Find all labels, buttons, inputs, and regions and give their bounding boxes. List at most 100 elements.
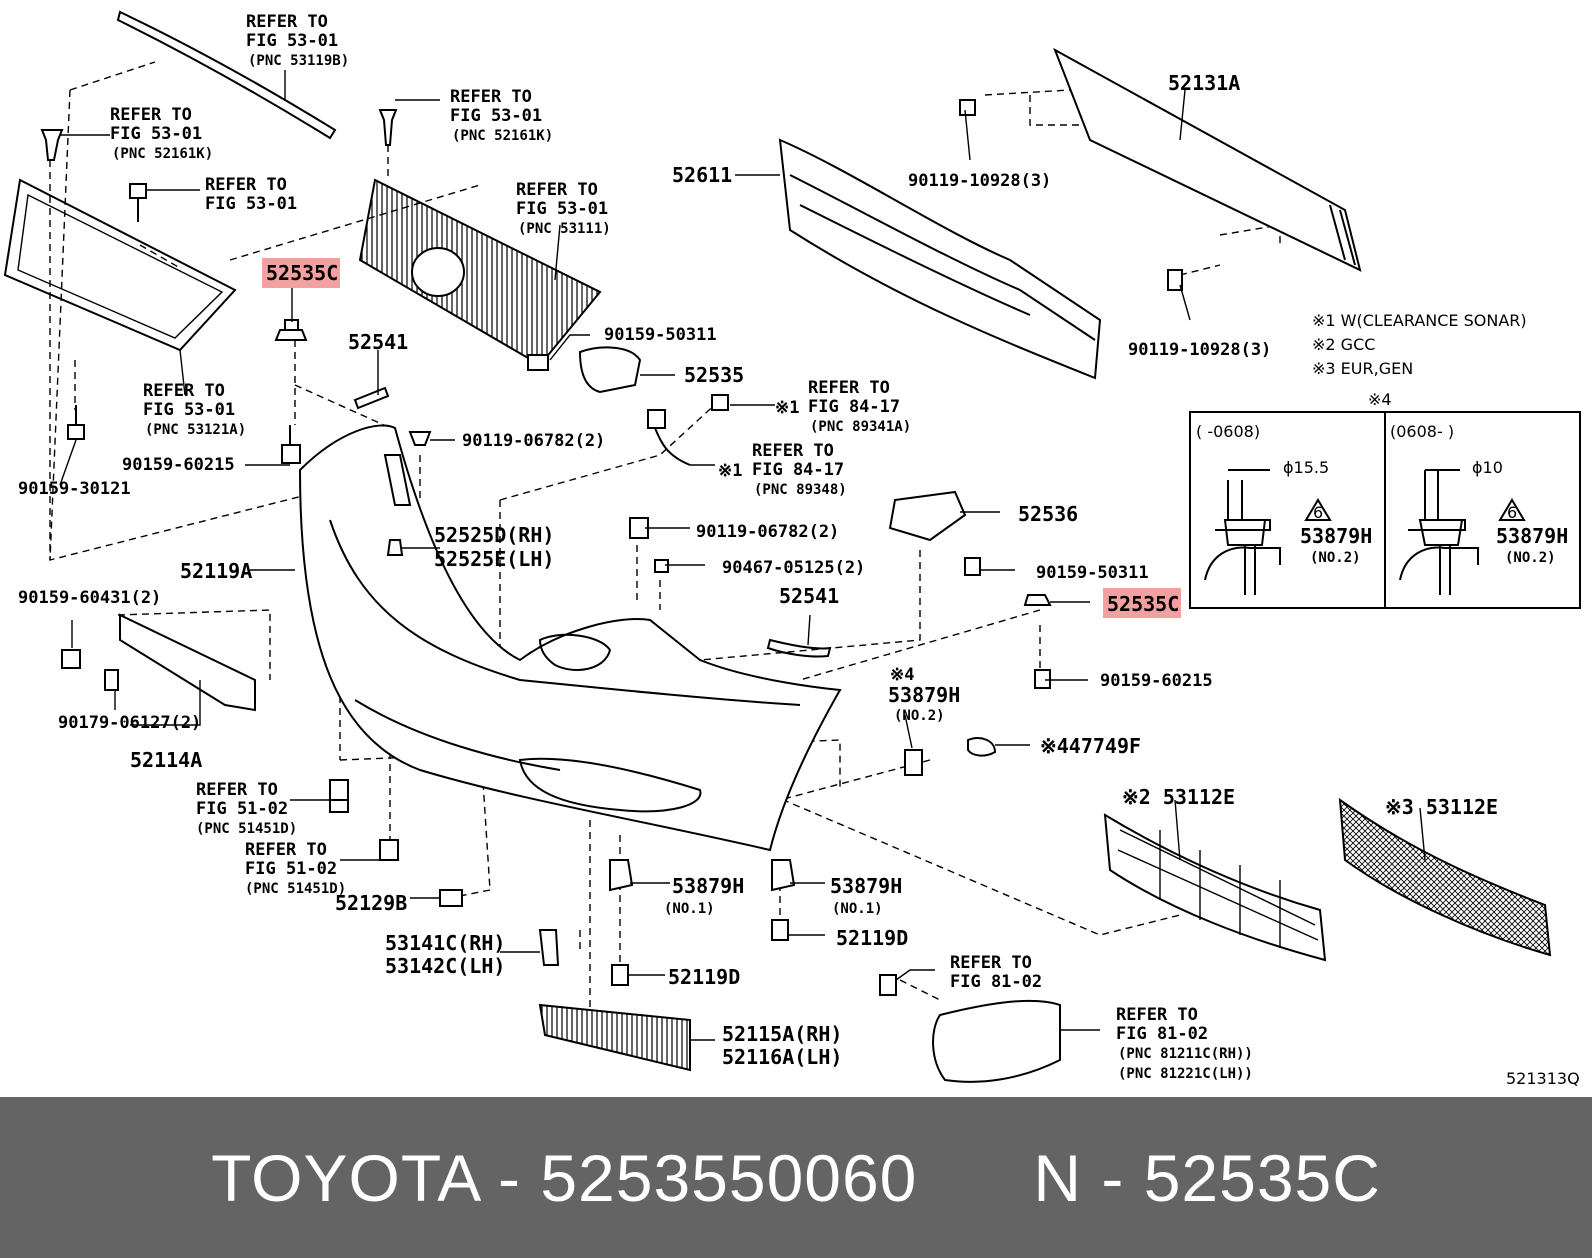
leader-lines [59,70,1426,1041]
pnc-label: (PNC 53121A) [145,422,246,438]
part-number: 52525E(LH) [434,547,554,571]
part-number: 52116A(LH) [722,1045,842,1069]
ref-label: FIG 53-01 [246,31,338,51]
part-number: 52131A [1168,71,1240,95]
part-number: 53879H [672,874,744,898]
part-number: 52115A(RH) [722,1022,842,1046]
part-number: ※2 53112E [1122,785,1235,809]
part-number: ※3 53112E [1385,795,1498,819]
inset-mark: ※4 [1368,390,1392,409]
sonar-sensor [647,409,666,429]
part-number: 52129B [335,891,407,915]
pnc-label: (PNC 89341A) [810,419,911,435]
upper-molding-strip [116,10,337,140]
part-number: 52119A [180,559,252,583]
legend-note: ※2 GCC [1312,335,1375,354]
pnc-label: (PNC 53111) [518,221,611,237]
pnc-label: (PNC 89348) [754,482,847,498]
license-bracket [119,613,256,712]
part-number: 53879H [830,874,902,898]
ref-label: REFER TO [205,175,287,195]
part-number: 90467-05125(2) [722,558,865,578]
nut-icon [1023,594,1052,606]
ref-label: FIG 51-02 [196,799,288,819]
legend-note: ※3 EUR,GEN [1312,359,1413,378]
ref-label: REFER TO [1116,1005,1198,1025]
ref-label: FIG 84-17 [808,397,900,417]
ref-label: REFER TO [950,953,1032,973]
part-number: 53879H [1496,524,1568,548]
ref-label: REFER TO [110,105,192,125]
grille-frame [3,178,237,352]
part-number: 52611 [672,163,732,187]
clip-icon [40,129,64,161]
part-number: 52114A [130,748,202,772]
part-number: 90159-60215 [122,455,235,475]
pnc-label: (PNC 52161K) [452,128,553,144]
part-number: 90119-06782(2) [696,522,839,542]
part-number: 52119D [668,965,740,989]
ref-label: FIG 84-17 [752,460,844,480]
legend-note: ※1 W(CLEARANCE SONAR) [1312,311,1527,330]
part-number: ※447749F [1040,734,1141,758]
bolt-icon [281,425,301,464]
part-number: 90159-30121 [18,479,131,499]
sonar-bracket [578,346,642,394]
part-number: 52525D(RH) [434,523,554,547]
ref-label: FIG 53-01 [205,194,297,214]
part-number: 90179-06127(2) [58,713,201,733]
small-strip [353,386,390,410]
ref-label: FIG 53-01 [143,400,235,420]
nut-icon [274,329,308,341]
ref-label: REFER TO [246,12,328,32]
part-number-highlighted: 52535C [266,261,338,285]
footer-bar: TOYOTA - 5253550060 N - 52535C [0,1097,1592,1258]
part-number: 52541 [779,584,839,608]
ref-label: REFER TO [752,441,834,461]
ref-label: REFER TO [516,180,598,200]
fog-lamp [932,999,1061,1083]
inset-header: (0608- ) [1390,422,1454,441]
ref-label: REFER TO [196,780,278,800]
pnc-label: (NO.1) [832,901,883,917]
part-number: 90159-60431(2) [18,588,161,608]
lower-support [538,1003,691,1072]
parts-diagram: REFER TO FIG 53-01 (PNC 53119B) REFER TO… [3,10,1581,1088]
pnc-label: (PNC 51451D) [196,821,297,837]
pnc-label: (PNC 52161K) [112,146,213,162]
ref-label: FIG 81-02 [950,972,1042,992]
ref-label: FIG 81-02 [1116,1024,1208,1044]
part-number: 53142C(LH) [385,954,505,978]
inset-header: ( -0608) [1196,422,1260,441]
label-group: REFER TO FIG 53-01 (PNC 53119B) REFER TO… [18,12,1580,1088]
bumper-reinforcement [1053,47,1362,272]
ref-label: FIG 53-01 [516,199,608,219]
warning-number: 6 [1507,503,1517,522]
part-number: 90119-10928(3) [1128,340,1271,360]
figure-code: 521313Q [1506,1069,1580,1088]
pnc-label: (NO.2) [1310,550,1361,566]
part-number: 52536 [1018,502,1078,526]
part-number: 53879H [1300,524,1372,548]
part-number: 53141C(RH) [385,931,505,955]
inset-box [1189,411,1581,609]
ref-label: REFER TO [450,87,532,107]
pnc-label: (PNC 81221C(LH)) [1118,1066,1253,1082]
highlight-box [1103,588,1181,618]
part-number: 90159-50311 [1036,563,1149,583]
ref-label: REFER TO [808,378,890,398]
bumper-cover [298,424,842,852]
part-number: 52541 [348,330,408,354]
bolt-icon [129,183,147,222]
pnc-label: (PNC 53119B) [248,53,349,69]
part-number: 53879H [888,683,960,707]
pnc-label: (PNC 51451D) [245,881,346,897]
note-mark: ※1 [775,398,799,418]
note-mark: ※1 [718,461,742,481]
part-number: 90159-50311 [604,325,717,345]
lower-grille-eur [1338,797,1552,957]
pnc-label: (PNC 81211C(RH)) [1118,1046,1253,1062]
note-mark: ※4 [890,665,914,685]
part-number-highlighted: 52535C [1107,592,1179,616]
bolt-icon [67,405,85,440]
